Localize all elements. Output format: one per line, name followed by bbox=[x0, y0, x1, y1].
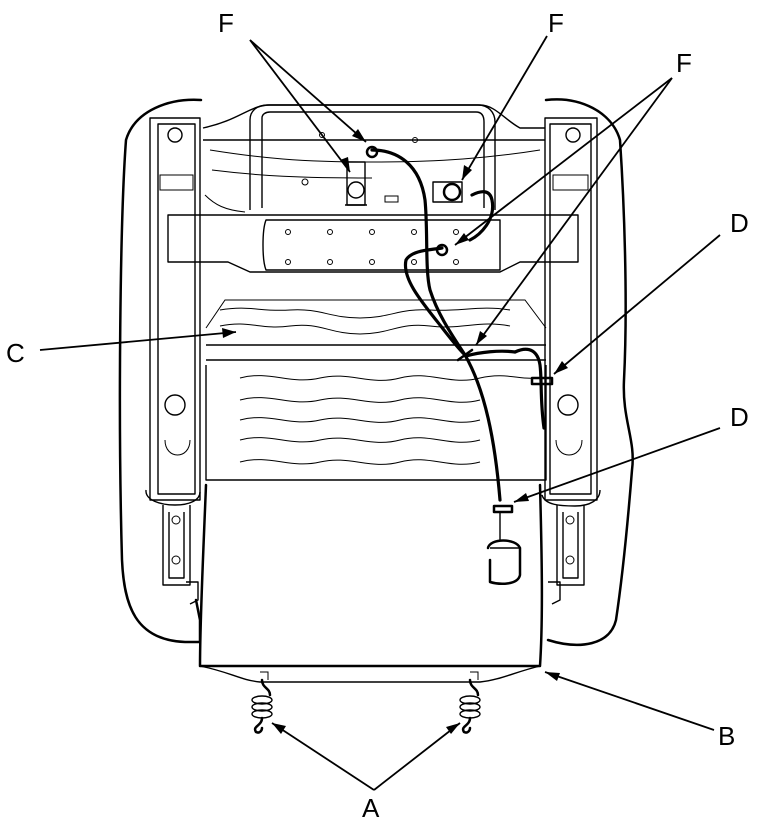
right-side-frame bbox=[541, 117, 601, 605]
lower-spring-panel bbox=[205, 365, 547, 481]
wire-harness bbox=[370, 148, 546, 502]
connector-left bbox=[345, 161, 367, 206]
callout-a: A bbox=[362, 793, 380, 823]
spring-right bbox=[459, 678, 481, 734]
clip-top bbox=[365, 145, 379, 159]
connector-right bbox=[432, 181, 463, 203]
hanging-connector bbox=[486, 512, 522, 585]
clip-lower bbox=[456, 348, 474, 362]
spring-left bbox=[251, 678, 273, 734]
callout-f-top-right: F bbox=[548, 8, 564, 38]
clamp-upper bbox=[530, 376, 554, 386]
cross-member-holes bbox=[285, 229, 459, 265]
callout-c: C bbox=[6, 338, 25, 368]
upper-spring-panel bbox=[205, 299, 547, 361]
back-cover-panel bbox=[198, 483, 544, 683]
callout-b: B bbox=[718, 721, 735, 751]
left-side-frame bbox=[145, 117, 201, 605]
callout-d-lower: D bbox=[730, 402, 749, 432]
callout-f-top-left: F bbox=[218, 8, 234, 38]
callout-labels: F F F D D C B A bbox=[6, 8, 749, 823]
upper-cross-member bbox=[167, 214, 579, 273]
callout-d-upper: D bbox=[730, 208, 749, 238]
upper-frame-pipe bbox=[204, 104, 541, 213]
clip-middle bbox=[435, 243, 449, 257]
leader-lines bbox=[39, 35, 721, 791]
clamp-lower bbox=[492, 504, 514, 514]
callout-f-right: F bbox=[676, 48, 692, 78]
